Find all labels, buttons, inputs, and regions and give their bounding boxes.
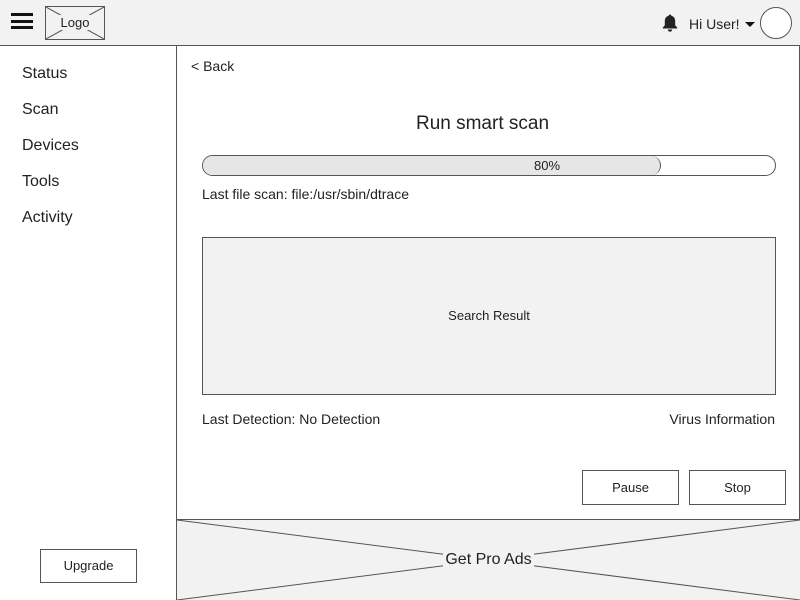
sidebar: Status Scan Devices Tools Activity Upgra… xyxy=(0,46,177,600)
sidebar-item-devices[interactable]: Devices xyxy=(22,137,79,154)
user-menu[interactable]: Hi User! xyxy=(689,15,755,33)
sidebar-item-tools[interactable]: Tools xyxy=(22,173,60,190)
last-file-scan-text: Last file scan: file:/usr/sbin/dtrace xyxy=(202,186,409,202)
pause-button[interactable]: Pause xyxy=(582,470,679,505)
top-header: Logo Hi User! xyxy=(0,0,800,46)
sidebar-item-scan[interactable]: Scan xyxy=(22,101,59,118)
search-result-panel: Search Result xyxy=(202,237,776,395)
sidebar-item-activity[interactable]: Activity xyxy=(22,209,73,226)
back-link[interactable]: < Back xyxy=(191,58,235,74)
avatar[interactable] xyxy=(760,7,792,39)
scan-progress-bar: 80% xyxy=(202,155,776,176)
logo-placeholder[interactable]: Logo xyxy=(45,6,105,40)
sidebar-item-status[interactable]: Status xyxy=(22,65,68,82)
hamburger-menu-icon[interactable] xyxy=(11,13,33,29)
upgrade-button[interactable]: Upgrade xyxy=(40,549,137,583)
notification-bell-icon[interactable] xyxy=(660,13,680,33)
stop-button[interactable]: Stop xyxy=(689,470,786,505)
caret-down-icon xyxy=(744,21,755,27)
search-result-label: Search Result xyxy=(448,308,530,323)
user-greeting: Hi User! xyxy=(689,16,740,32)
ad-label: Get Pro Ads xyxy=(443,551,534,568)
page-title: Run smart scan xyxy=(415,113,550,134)
virus-information-link[interactable]: Virus Information xyxy=(669,411,775,427)
progress-fill xyxy=(203,156,661,175)
ad-banner[interactable]: Get Pro Ads xyxy=(177,519,800,600)
progress-label: 80% xyxy=(533,158,561,173)
last-detection-text: Last Detection: No Detection xyxy=(202,411,381,427)
logo-text: Logo xyxy=(58,15,92,30)
